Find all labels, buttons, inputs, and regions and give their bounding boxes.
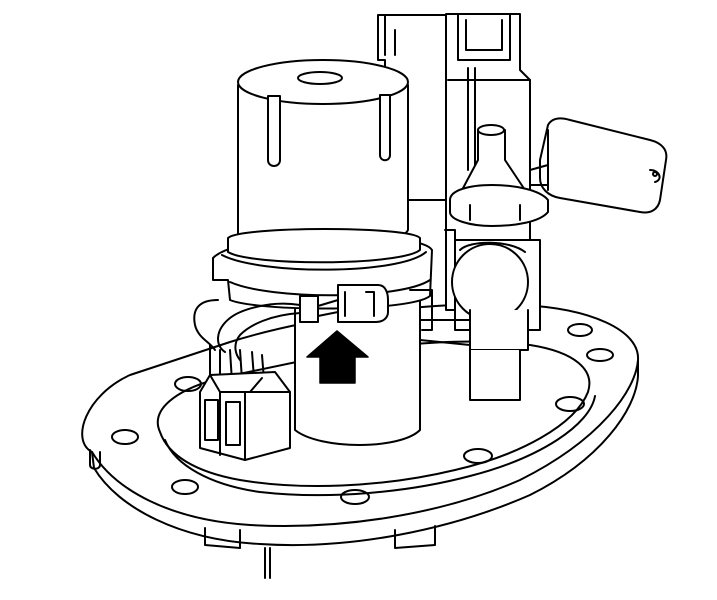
harness-clip <box>299 284 389 323</box>
lower-connector <box>199 371 291 461</box>
side-connector <box>529 117 668 214</box>
flange-bolt-holes <box>111 323 614 505</box>
outlet-fitting <box>449 124 549 227</box>
up-arrow-icon <box>306 330 369 384</box>
pressure-regulator <box>419 229 541 401</box>
